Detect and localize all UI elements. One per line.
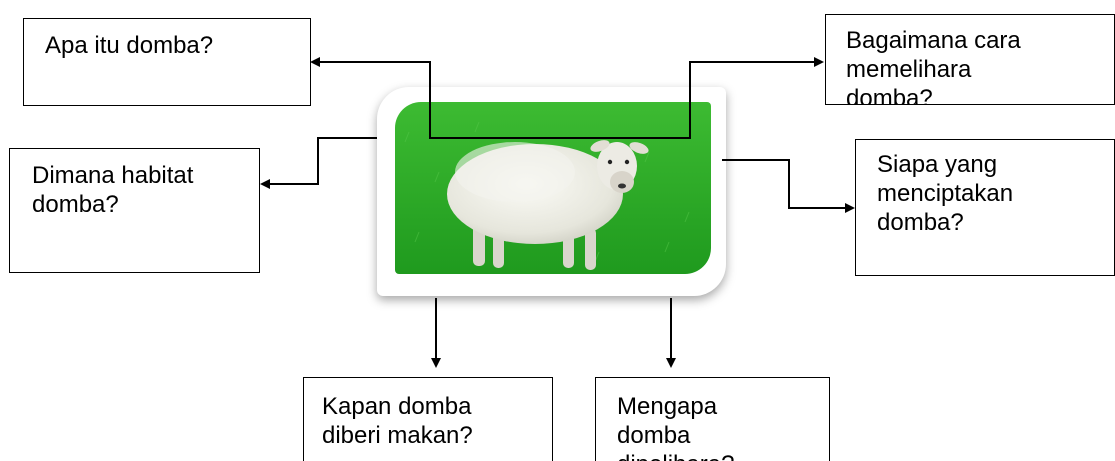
question-box-when: Kapan domba diberi makan? — [303, 377, 553, 461]
question-text-line: menciptakan — [877, 180, 1014, 207]
question-box-who: Siapa yang menciptakan domba? — [855, 139, 1115, 276]
arrow-to-who — [722, 159, 855, 213]
question-text-line: Siapa yang — [877, 151, 998, 178]
question-box-why: Mengapa domba dipelihara? — [595, 377, 830, 461]
question-text-line: domba? — [877, 209, 964, 236]
question-text-line: domba — [617, 422, 691, 449]
sheep-photo — [395, 102, 711, 274]
question-text-line: Bagaimana cara — [846, 27, 1021, 54]
question-text-line: diberi makan? — [322, 422, 473, 449]
question-text-line: Mengapa — [617, 393, 718, 420]
arrow-to-how — [430, 57, 824, 139]
question-text-line: Apa itu domba? — [45, 32, 214, 59]
question-text-line: domba? — [846, 85, 933, 105]
question-text-line: Dimana habitat — [32, 162, 194, 189]
arrow-to-where — [260, 137, 377, 189]
question-text-line: Kapan domba — [322, 393, 472, 420]
question-text-line: memelihara — [846, 56, 972, 83]
sheep-image — [395, 102, 711, 274]
question-box-where: Dimana habitat domba? — [9, 148, 260, 273]
arrow-to-what — [310, 57, 690, 139]
question-text-line: dipelihara? — [617, 450, 829, 461]
question-box-how: Bagaimana cara memelihara domba? — [825, 14, 1115, 105]
question-text-line: domba? — [32, 191, 119, 218]
sheep-head — [590, 140, 649, 193]
question-box-what: Apa itu domba? — [23, 18, 311, 106]
